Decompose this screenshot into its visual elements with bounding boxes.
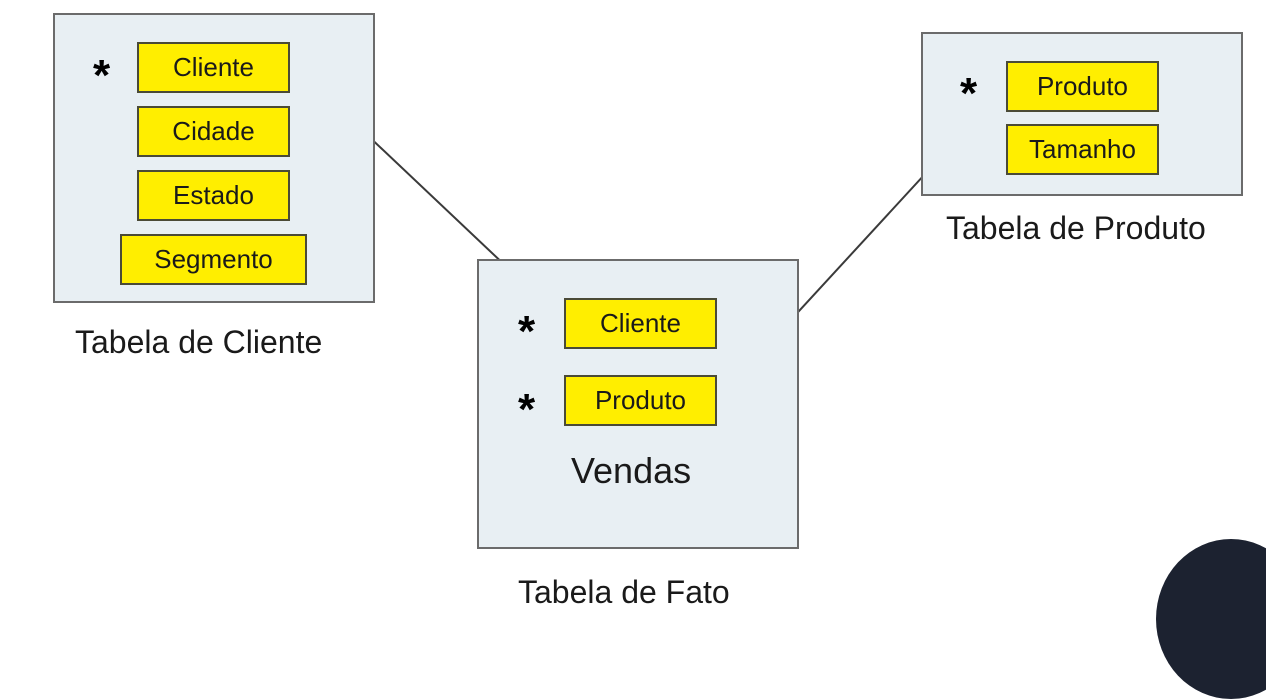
field-produto[interactable]: Produto (1006, 61, 1159, 112)
caption-tabela-produto: Tabela de Produto (946, 210, 1206, 246)
field-cliente[interactable]: Cliente (137, 42, 290, 93)
key-marker-cliente: * (93, 51, 111, 100)
caption-tabela-fato: Tabela de Fato (518, 574, 730, 610)
field-fato-cliente[interactable]: Cliente (564, 298, 717, 349)
fact-table-title: Vendas (571, 450, 692, 491)
field-tamanho[interactable]: Tamanho (1006, 124, 1159, 175)
key-marker-fato-produto: * (518, 385, 536, 434)
key-marker-produto: * (960, 69, 978, 118)
caption-tabela-cliente: Tabela de Cliente (75, 324, 323, 360)
key-marker-fato-cliente: * (518, 307, 536, 356)
field-segmento[interactable]: Segmento (120, 234, 307, 285)
field-fato-produto[interactable]: Produto (564, 375, 717, 426)
field-cidade[interactable]: Cidade (137, 106, 290, 157)
field-estado[interactable]: Estado (137, 170, 290, 221)
